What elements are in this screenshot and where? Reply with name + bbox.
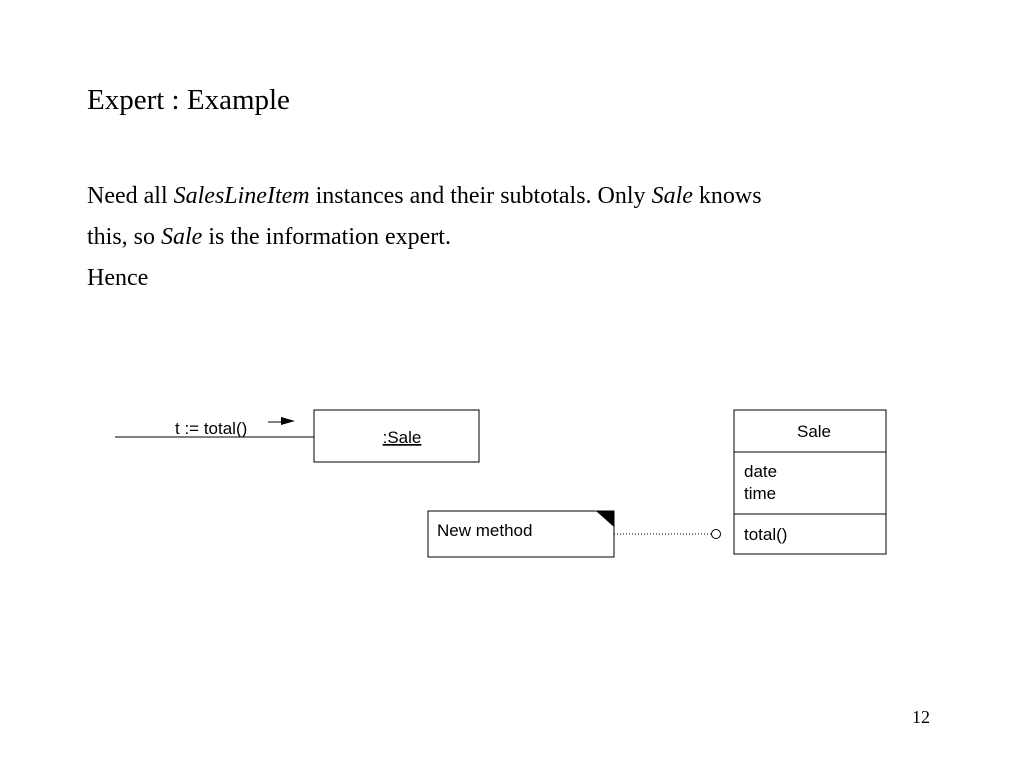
message-label: t := total() bbox=[175, 419, 247, 438]
paragraph-1-text-1: Need all bbox=[87, 183, 174, 209]
note-fold-corner bbox=[596, 511, 614, 527]
paragraph-2-text-1: this, so bbox=[87, 224, 162, 250]
paragraph-1-italic-2: Sale bbox=[651, 183, 693, 209]
note-box bbox=[427, 510, 615, 558]
sale-class-box bbox=[733, 409, 887, 555]
note-anchor-circle bbox=[711, 529, 721, 539]
message-arrow-head bbox=[281, 417, 295, 425]
slide-body: Need all SalesLineItem instances and the… bbox=[87, 176, 947, 299]
class-attribute-time: time bbox=[744, 484, 776, 503]
page-number: 12 bbox=[912, 707, 930, 727]
paragraph-1-text-3: knows bbox=[692, 183, 762, 209]
paragraph-2: this, so Sale is the information expert. bbox=[87, 217, 947, 258]
class-operation-total: total() bbox=[744, 525, 787, 544]
sale-object-box bbox=[313, 409, 480, 463]
paragraph-1: Need all SalesLineItem instances and the… bbox=[87, 176, 947, 217]
slide-title: Expert : Example bbox=[87, 84, 290, 116]
paragraph-3: Hence bbox=[87, 265, 149, 291]
note-label: New method bbox=[437, 521, 532, 540]
paragraph-1-text-2: instances and their subtotals. Only bbox=[309, 183, 652, 209]
class-name: Sale bbox=[797, 422, 831, 441]
paragraph-2-text-2: is the information expert. bbox=[202, 224, 451, 250]
paragraph-2-italic-1: Sale bbox=[161, 224, 203, 250]
class-attribute-date: date bbox=[744, 462, 777, 481]
paragraph-1-italic-1: SalesLineItem bbox=[173, 183, 310, 209]
sale-object-label: :Sale bbox=[383, 428, 422, 447]
